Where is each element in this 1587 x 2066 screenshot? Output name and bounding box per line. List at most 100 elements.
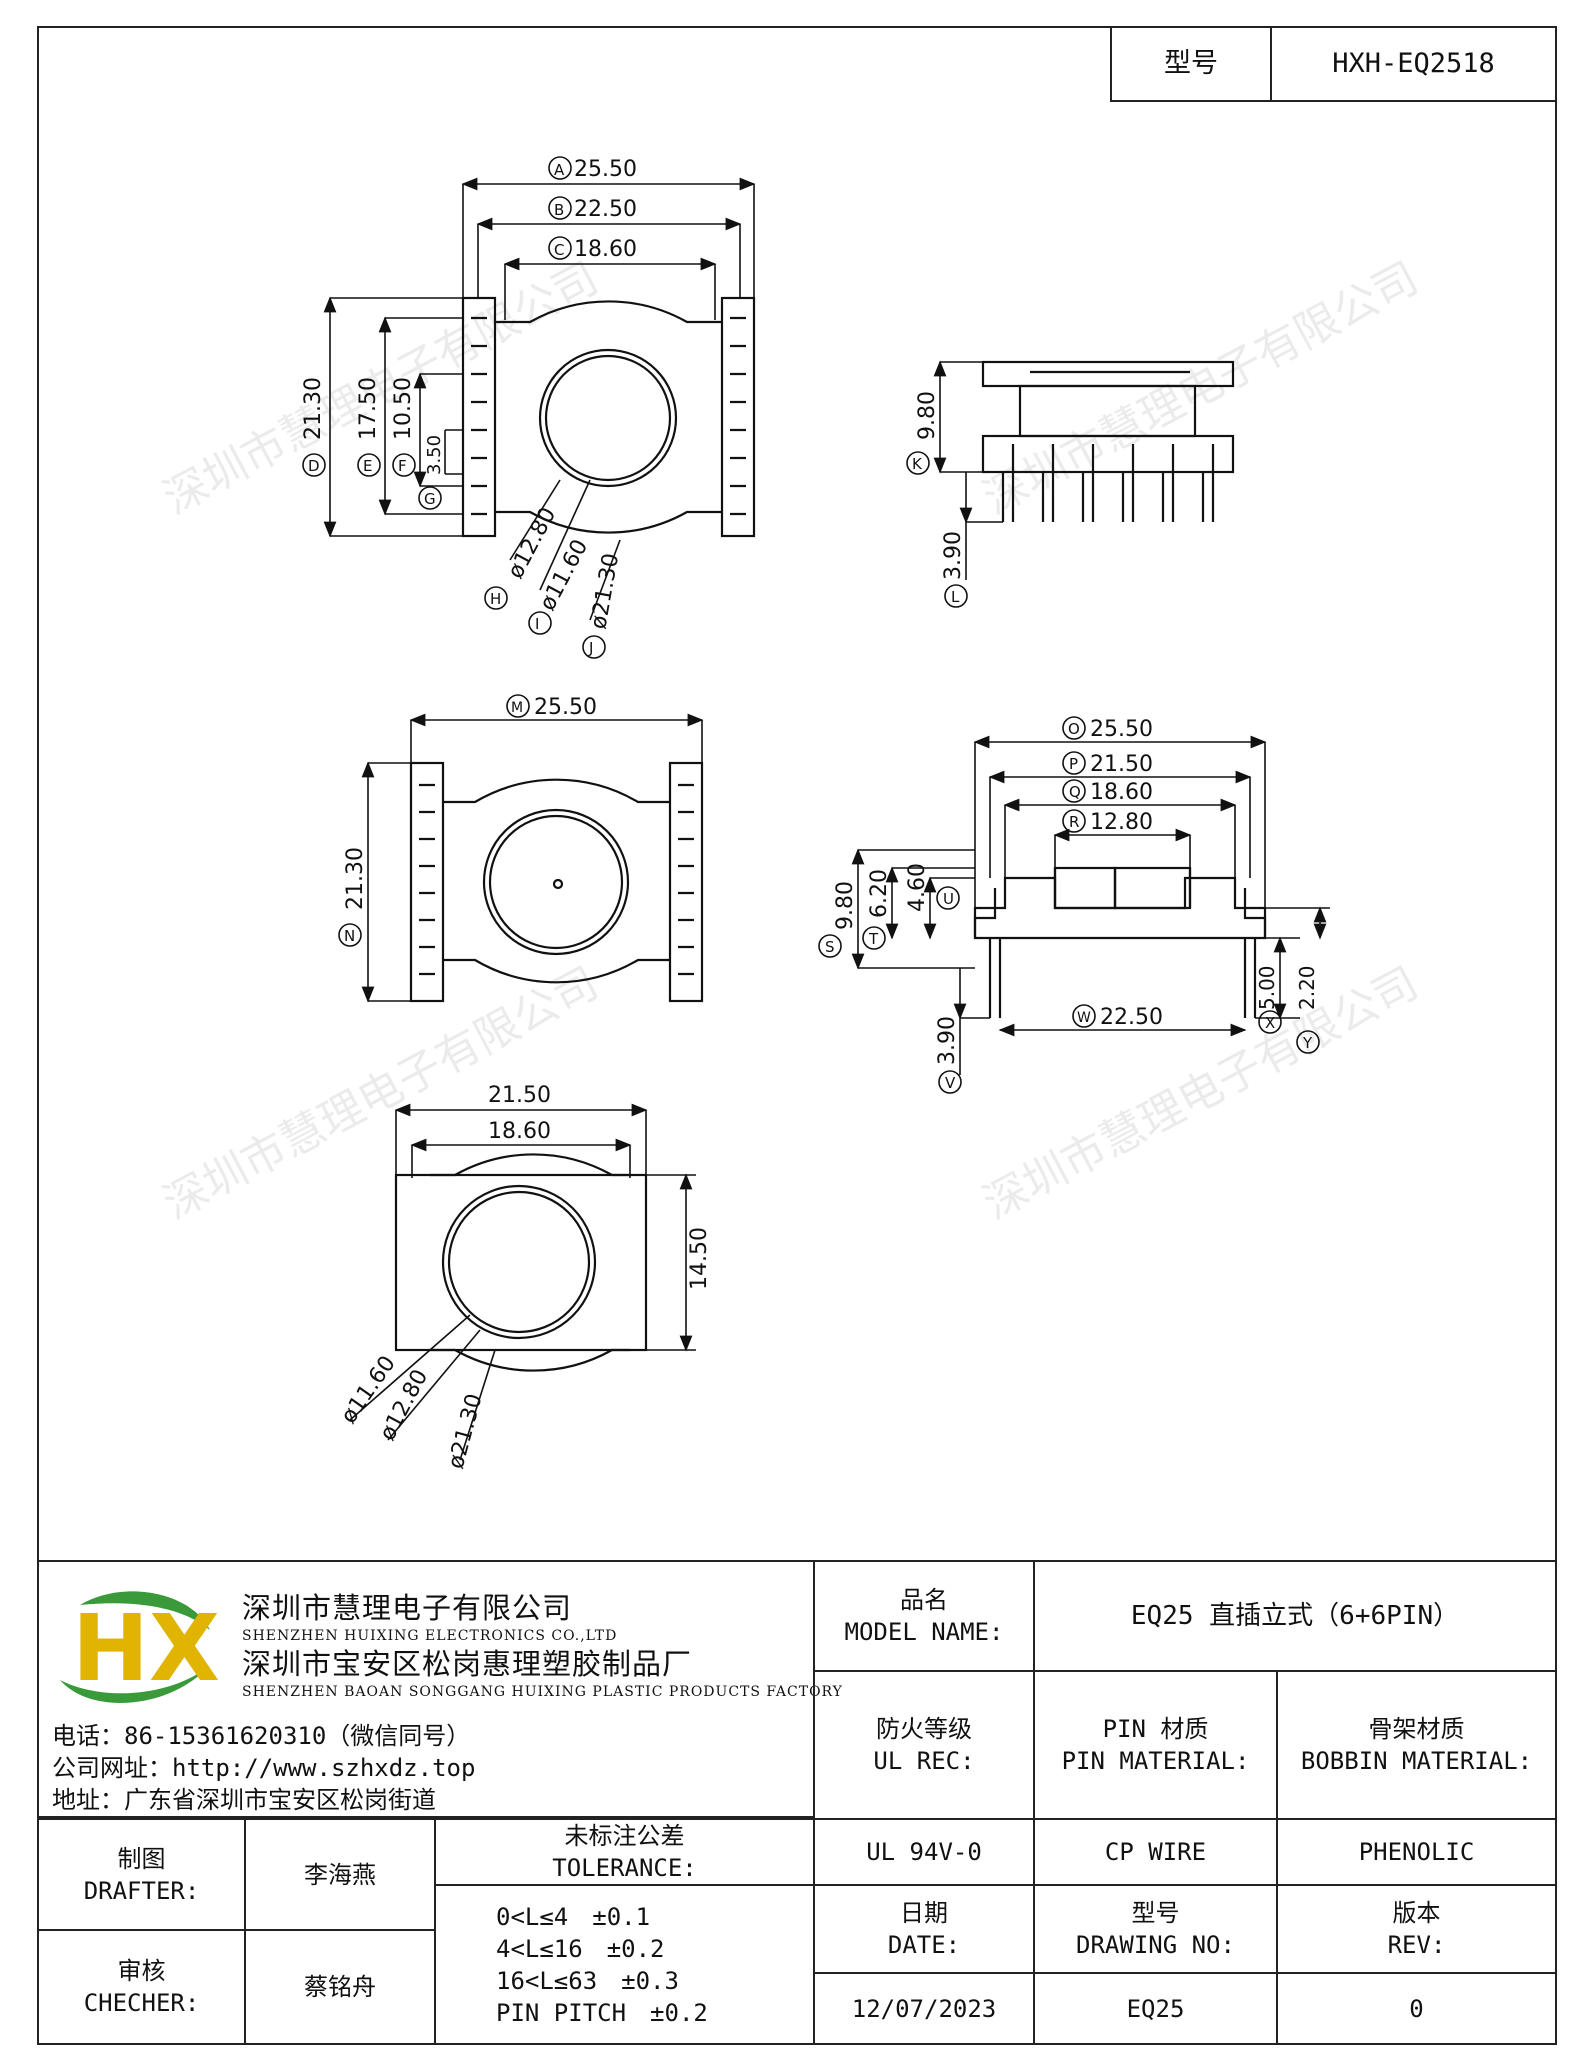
label-letter: O xyxy=(1068,720,1080,738)
label-letter: X xyxy=(1265,1014,1275,1032)
checker-label-cell: 审核 CHECHER: xyxy=(37,1929,246,2045)
checker-label: 审核 xyxy=(117,1957,166,1985)
pin-value-cell: CP WIRE xyxy=(1033,1818,1278,1886)
model-name-label-en: MODEL NAME: xyxy=(844,1618,1004,1646)
bobbin-label-cell: 骨架材质 BOBBIN MATERIAL: xyxy=(1276,1670,1557,1820)
pin-value: CP WIRE xyxy=(1104,1838,1207,1866)
label-letter: I xyxy=(535,615,539,633)
label-letter: H xyxy=(490,590,501,608)
label-letter: J xyxy=(588,639,593,657)
label-letter: S xyxy=(825,938,835,956)
dim-g: 3.50 xyxy=(424,435,445,475)
dim-w: 22.50 xyxy=(1100,1005,1163,1030)
drawing-label-cell: 型号 DRAWING NO: xyxy=(1033,1884,1278,1974)
dim-b: 22.50 xyxy=(574,197,637,222)
dim-m: 25.50 xyxy=(534,695,597,720)
dim-r: 12.80 xyxy=(1090,810,1153,835)
dim-core-h: 14.50 xyxy=(687,1227,712,1290)
tolerance-label: 未标注公差 xyxy=(564,1822,685,1850)
rev-label-cell: 版本 REV: xyxy=(1276,1884,1557,1974)
date-value-cell: 12/07/2023 xyxy=(813,1972,1035,2045)
pin-label-cell: PIN 材质 PIN MATERIAL: xyxy=(1033,1670,1278,1820)
bobbin-value-cell: PHENOLIC xyxy=(1276,1818,1557,1886)
dim-s: 9.80 xyxy=(833,881,858,930)
company-cn-name-1: 深圳市慧理电子有限公司 xyxy=(242,1591,573,1625)
bobbin-label-en: BOBBIN MATERIAL: xyxy=(1300,1747,1533,1775)
rev-value: 0 xyxy=(1409,1994,1424,2023)
date-label-en: DATE: xyxy=(887,1931,961,1959)
dim-v: 3.90 xyxy=(935,1016,960,1065)
rev-value-cell: 0 xyxy=(1276,1972,1557,2045)
dim-q: 18.60 xyxy=(1090,780,1153,805)
dim-j: ø21.30 xyxy=(586,551,624,631)
drafter-value-cell: 李海燕 xyxy=(244,1818,436,1931)
label-letter: V xyxy=(945,1074,956,1092)
header-model-value-cell: HXH-EQ2518 xyxy=(1270,26,1557,102)
fire-label: 防火等级 xyxy=(876,1715,972,1743)
dim-c: 18.60 xyxy=(574,237,637,262)
dim-core-w2: 18.60 xyxy=(488,1119,551,1144)
label-letter: Q xyxy=(1069,783,1081,801)
company-en-name-1: SHENZHEN HUIXING ELECTRONICS CO.,LTD xyxy=(242,1628,618,1644)
model-name-value-cell: EQ25 直插立式（6+6PIN） xyxy=(1033,1560,1557,1672)
label-letter: G xyxy=(424,490,436,508)
dim-d: 21.30 xyxy=(301,377,326,440)
label-letter: F xyxy=(398,457,407,475)
dim-core-w1: 21.50 xyxy=(488,1083,551,1108)
tolerance-line: 0<L≤4 ±0.1 xyxy=(496,1902,651,1931)
label-letter: K xyxy=(912,455,923,473)
dim-n: 21.30 xyxy=(343,847,368,910)
drafter-label-cell: 制图 DRAFTER: xyxy=(37,1818,246,1931)
technical-drawing: A25.50 B22.50 C18.60 21.30 17.50 10.50 3… xyxy=(301,156,1330,1472)
drawing-value-cell: EQ25 xyxy=(1033,1972,1278,2045)
pin-label: PIN 材质 xyxy=(1102,1715,1209,1743)
dim-p: 21.50 xyxy=(1090,752,1153,777)
rev-label-en: REV: xyxy=(1387,1931,1446,1959)
dim-core-d3: ø21.30 xyxy=(444,1391,488,1471)
date-value: 12/07/2023 xyxy=(851,1994,997,2023)
label-letter: P xyxy=(1069,755,1078,773)
label-letter: E xyxy=(363,457,372,475)
dim-f: 10.50 xyxy=(391,377,416,440)
dim-l: 3.90 xyxy=(941,531,966,580)
checker-value: 蔡铭舟 xyxy=(304,1973,376,2001)
dimension-lines xyxy=(323,177,1330,1461)
company-address: 地址：广东省深圳市宝安区松岗街道 xyxy=(52,1786,436,1814)
header-model-label: 型号 xyxy=(1164,48,1218,79)
drawing-label-en: DRAWING NO: xyxy=(1076,1931,1235,1959)
date-label-cell: 日期 DATE: xyxy=(813,1884,1035,1974)
fire-value: UL 94V-0 xyxy=(866,1838,982,1866)
checker-label-en: CHECHER: xyxy=(83,1989,200,2017)
date-label: 日期 xyxy=(900,1899,948,1927)
company-website: 公司网址：http://www.szhxdz.top xyxy=(52,1754,476,1782)
tolerance-line: PIN PITCH ±0.2 xyxy=(496,1998,708,2027)
dim-t: 6.20 xyxy=(867,869,892,918)
rev-label: 版本 xyxy=(1392,1899,1441,1927)
drafter-label-en: DRAFTER: xyxy=(83,1876,200,1905)
geometry xyxy=(394,296,1267,1372)
company-contact: 电话：86-15361620310（微信同号） 公司网址：http://www.… xyxy=(52,1720,475,1816)
dim-x: 5.00 xyxy=(1255,965,1279,1010)
label-letter: C xyxy=(554,241,564,259)
dim-u: 4.60 xyxy=(905,863,930,912)
drawing-value: EQ25 xyxy=(1126,1994,1185,2023)
label-letter: B xyxy=(554,201,564,219)
model-name-label: 品名 xyxy=(900,1586,948,1614)
label-letter: U xyxy=(943,890,954,908)
header-model-value: HXH-EQ2518 xyxy=(1332,48,1495,79)
label-letter: R xyxy=(1069,813,1079,831)
checker-value-cell: 蔡铭舟 xyxy=(244,1929,436,2045)
label-letter: D xyxy=(308,457,320,475)
label-letter: T xyxy=(868,930,879,948)
pin-label-en: PIN MATERIAL: xyxy=(1061,1747,1250,1775)
label-letter: N xyxy=(344,927,355,945)
drafter-label: 制图 xyxy=(117,1844,166,1873)
dim-e: 17.50 xyxy=(356,377,381,440)
dim-a: 25.50 xyxy=(574,157,637,182)
label-letter: W xyxy=(1077,1010,1091,1026)
drafter-value: 李海燕 xyxy=(304,1860,376,1889)
bobbin-value: PHENOLIC xyxy=(1358,1838,1475,1866)
company-logo: HX xyxy=(60,1591,220,1703)
dim-o: 25.50 xyxy=(1090,717,1153,742)
company-cn-name-2: 深圳市宝安区松岗惠理塑胶制品厂 xyxy=(242,1647,693,1681)
